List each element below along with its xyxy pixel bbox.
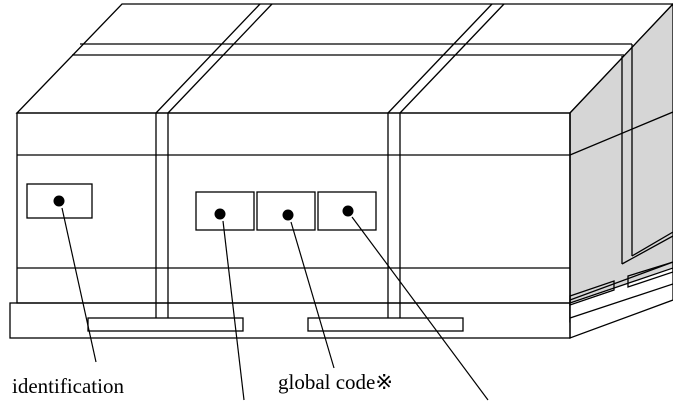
box-top-face: [15, 3, 673, 114]
code-label-box-1: [195, 191, 255, 231]
box-front-face: [16, 112, 571, 318]
identification-callout: identification: [12, 374, 124, 398]
top-strap-bands: [155, 3, 505, 114]
pallet-front: [9, 302, 571, 339]
pallet-side-slot-near: [569, 280, 615, 306]
pallet-slot-left: [87, 317, 244, 332]
pallet-base: [9, 261, 673, 339]
identification-marker-dot: [53, 195, 65, 207]
code-label-marker-dot-3: [342, 205, 354, 217]
leader-lines: [61, 207, 489, 401]
label-placements: [26, 183, 377, 231]
pallet-side-slot-far: [627, 261, 673, 288]
global-code-marker-dot: [282, 209, 294, 221]
pallet-slot-right: [307, 317, 464, 332]
identification-leader: [61, 207, 97, 363]
code-3-leader: [351, 216, 489, 401]
code-1-leader: [222, 220, 245, 401]
code-label-marker-dot-1: [214, 208, 226, 220]
global-code-leader: [290, 221, 335, 369]
global-code-callout: global code※: [278, 370, 393, 394]
